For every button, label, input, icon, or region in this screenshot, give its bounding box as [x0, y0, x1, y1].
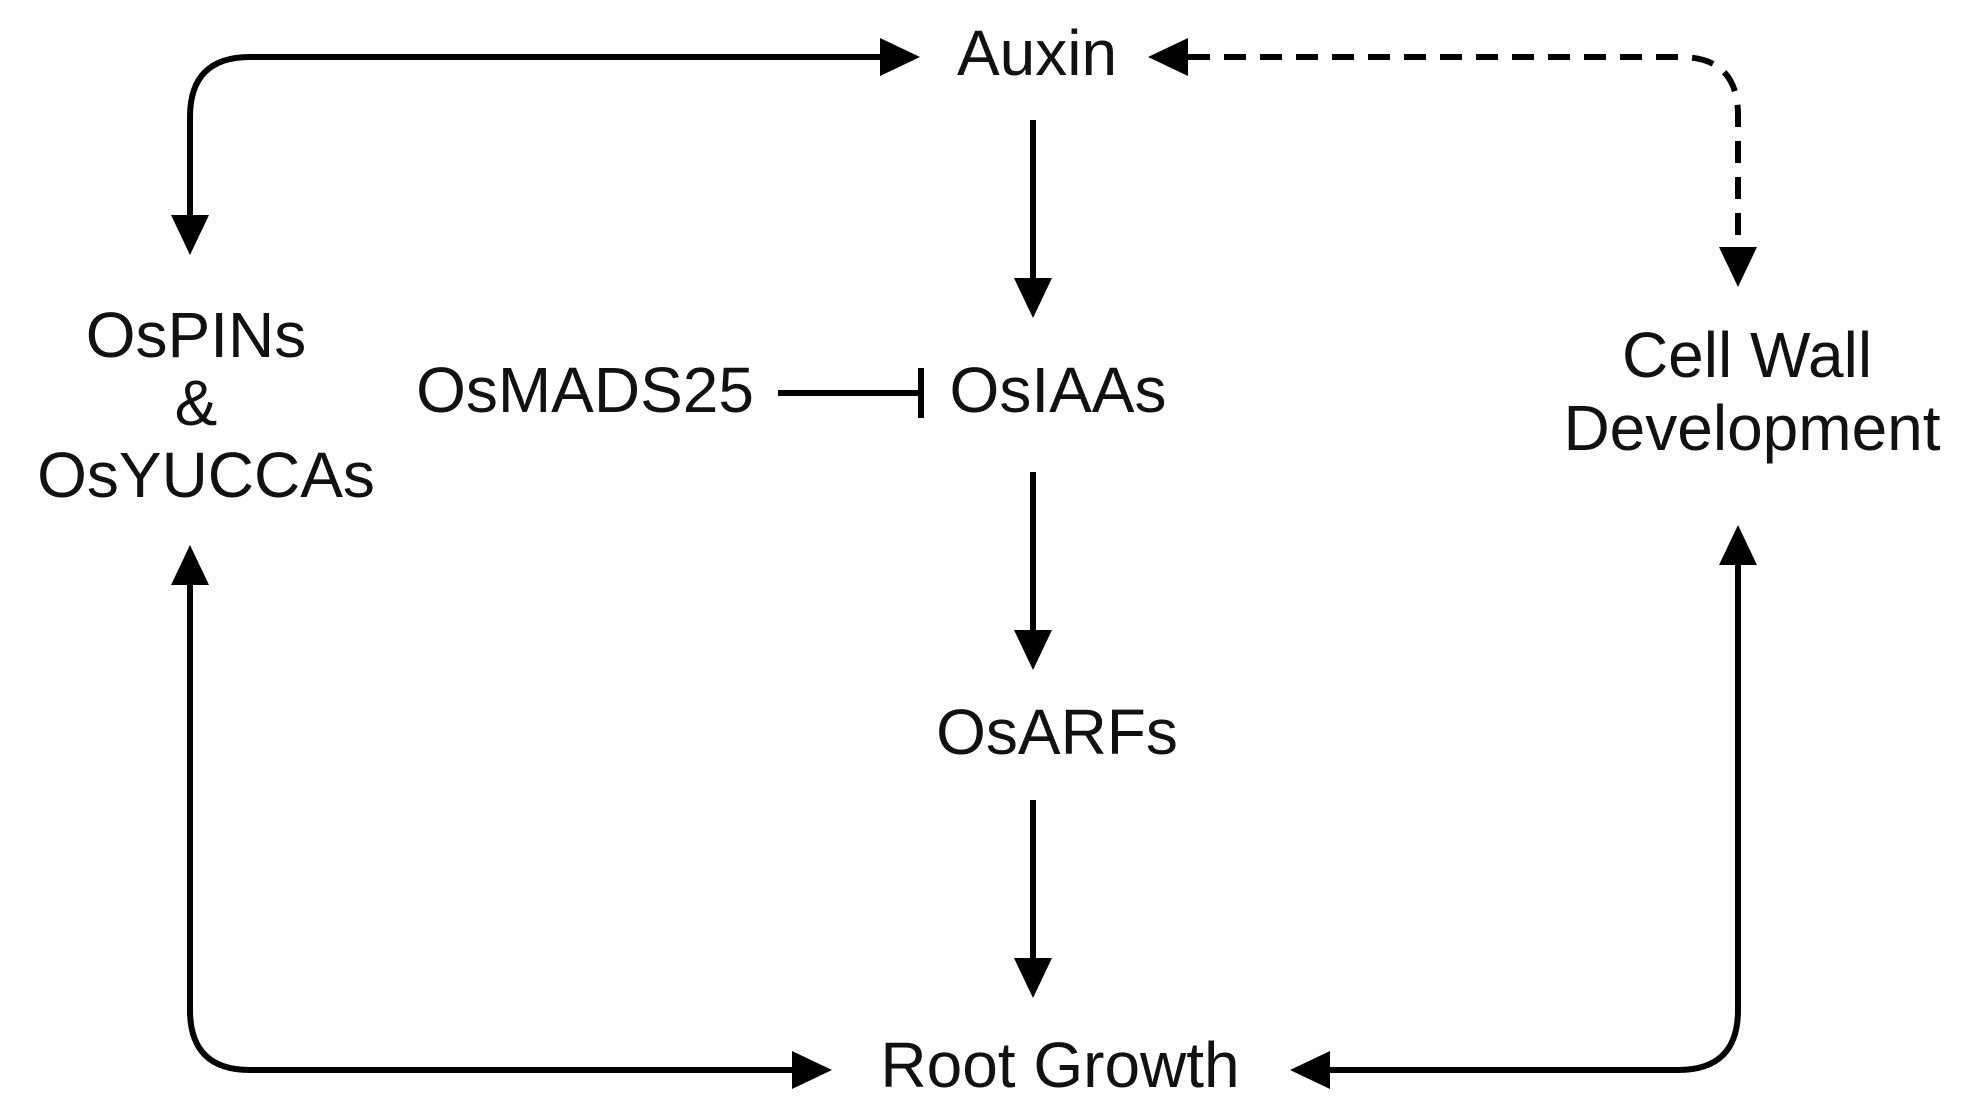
node-cell-wall-development: Cell Wall Development	[1563, 319, 1940, 464]
arrowhead-to-cellwall-from-root	[1719, 525, 1757, 565]
node-osiaas: OsIAAs	[950, 354, 1167, 426]
arrowhead-to-auxin	[880, 38, 920, 76]
edge-osiaas-osarfs	[1014, 472, 1052, 670]
arrowhead-to-auxin-from-cellwall	[1148, 38, 1188, 76]
arrowhead-to-ospins-from-root	[171, 545, 209, 585]
node-ospins-line3: OsYUCCAs	[37, 439, 375, 511]
edge-osmads25-inhibits-osiaas	[778, 368, 924, 418]
arrowhead-to-rootgrowth-from-cellwall	[1290, 1051, 1330, 1089]
arrowhead-to-osiaas	[1014, 278, 1052, 318]
edge-auxin-ospins-line	[187, 54, 880, 215]
arrowhead-to-ospins	[171, 215, 209, 255]
node-root-growth: Root Growth	[880, 1029, 1239, 1101]
edge-cellwall-rootgrowth-line	[1330, 565, 1741, 1073]
arrowhead-to-osarfs	[1014, 630, 1052, 670]
node-cell-wall-line2: Development	[1563, 392, 1940, 464]
node-osmads25: OsMADS25	[416, 354, 754, 426]
edge-cellwall-rootgrowth	[1290, 525, 1757, 1089]
arrowhead-to-cellwall	[1719, 247, 1757, 287]
node-ospins-osyuccas: OsPINs & OsYUCCAs	[37, 299, 375, 511]
edge-auxin-cellwall-line	[1188, 54, 1741, 245]
edge-auxin-ospins	[171, 38, 920, 255]
node-cell-wall-line1: Cell Wall	[1622, 319, 1872, 391]
node-osarfs: OsARFs	[936, 696, 1178, 768]
arrowhead-to-rootgrowth-from-ospins	[792, 1051, 832, 1089]
node-auxin: Auxin	[957, 17, 1117, 89]
node-ospins-line2: &	[175, 367, 218, 439]
edge-auxin-osiaas	[1014, 120, 1052, 318]
edge-ospins-rootgrowth	[171, 545, 832, 1089]
edge-ospins-rootgrowth-line	[187, 585, 792, 1073]
edge-osarfs-rootgrowth	[1014, 800, 1052, 998]
edge-auxin-cellwall	[1148, 38, 1757, 287]
arrowhead-to-rootgrowth	[1014, 958, 1052, 998]
node-ospins-line1: OsPINs	[86, 299, 306, 371]
